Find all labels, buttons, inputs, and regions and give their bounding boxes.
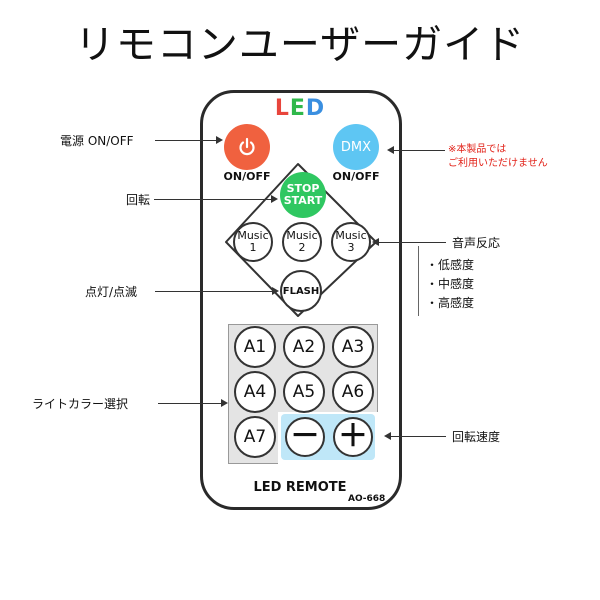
color-select-arrow-icon [221,399,228,407]
dmx-arrow-icon [387,146,394,154]
music-2-number: 2 [298,241,306,254]
speed-arrow-icon [384,432,391,440]
page-title: リモコンユーザーガイド [74,22,526,68]
flash-leader-line [155,291,273,292]
led-letter-d: D [305,96,326,121]
music-1-label: Music [237,229,269,242]
led-letter-e: E [289,96,306,121]
music-1-number: 1 [249,241,257,254]
color-select-annotation: ライトカラー選択 [32,397,129,411]
speed-down-button[interactable]: － [285,417,325,457]
sensitivity-low: ・低感度 [426,258,475,272]
rotate-leader-line [154,199,272,200]
model-label: AO-668 [348,494,386,504]
flash-annotation: 点灯/点滅 [85,285,138,299]
led-letter-l: L [274,96,290,121]
sound-arrow-icon [372,238,379,246]
color-a3-button[interactable]: A3 [332,326,374,368]
power-annotation: 電源 ON/OFF [60,134,134,148]
color-a1-button[interactable]: A1 [234,326,276,368]
music-2-label: Music [286,229,318,242]
dmx-note-line1: ※本製品では [448,144,507,155]
music-3-number: 3 [347,241,355,254]
dmx-note-line2: ご利用いただけません [448,158,548,169]
speed-annotation: 回転速度 [452,430,501,444]
stop-start-button[interactable]: STOP START [280,172,326,218]
dmx-button[interactable]: DMX [333,124,379,170]
power-onoff-label: ON/OFF [223,170,271,183]
rotate-annotation: 回転 [126,193,151,207]
sound-annotation: 音声反応 [452,236,501,250]
color-a6-button[interactable]: A6 [332,371,374,413]
sound-leader-line [378,242,446,243]
led-logo: LED [270,96,330,121]
power-icon [239,137,255,156]
rotate-arrow-icon [271,195,278,203]
start-label: START [283,194,323,207]
speed-up-button[interactable]: ＋ [333,417,373,457]
stop-label: STOP [286,182,320,195]
dmx-onoff-label: ON/OFF [332,170,380,183]
color-a5-button[interactable]: A5 [283,371,325,413]
flash-button[interactable]: FLASH [280,270,322,312]
speed-leader-line [390,436,446,437]
dmx-leader-line [393,150,445,151]
sensitivity-high: ・高感度 [426,296,475,310]
brand-label: LED REMOTE [253,480,347,495]
power-leader-line [155,140,217,141]
power-button[interactable] [224,124,270,170]
color-a2-button[interactable]: A2 [283,326,325,368]
music-3-label: Music [335,229,367,242]
sensitivity-bracket [418,246,419,316]
sensitivity-mid: ・中感度 [426,277,475,291]
power-arrow-icon [216,136,223,144]
color-select-leader-line [158,403,222,404]
color-a4-button[interactable]: A4 [234,371,276,413]
flash-arrow-icon [272,287,279,295]
diamond-outline [225,163,377,317]
color-a7-button[interactable]: A7 [234,416,276,458]
